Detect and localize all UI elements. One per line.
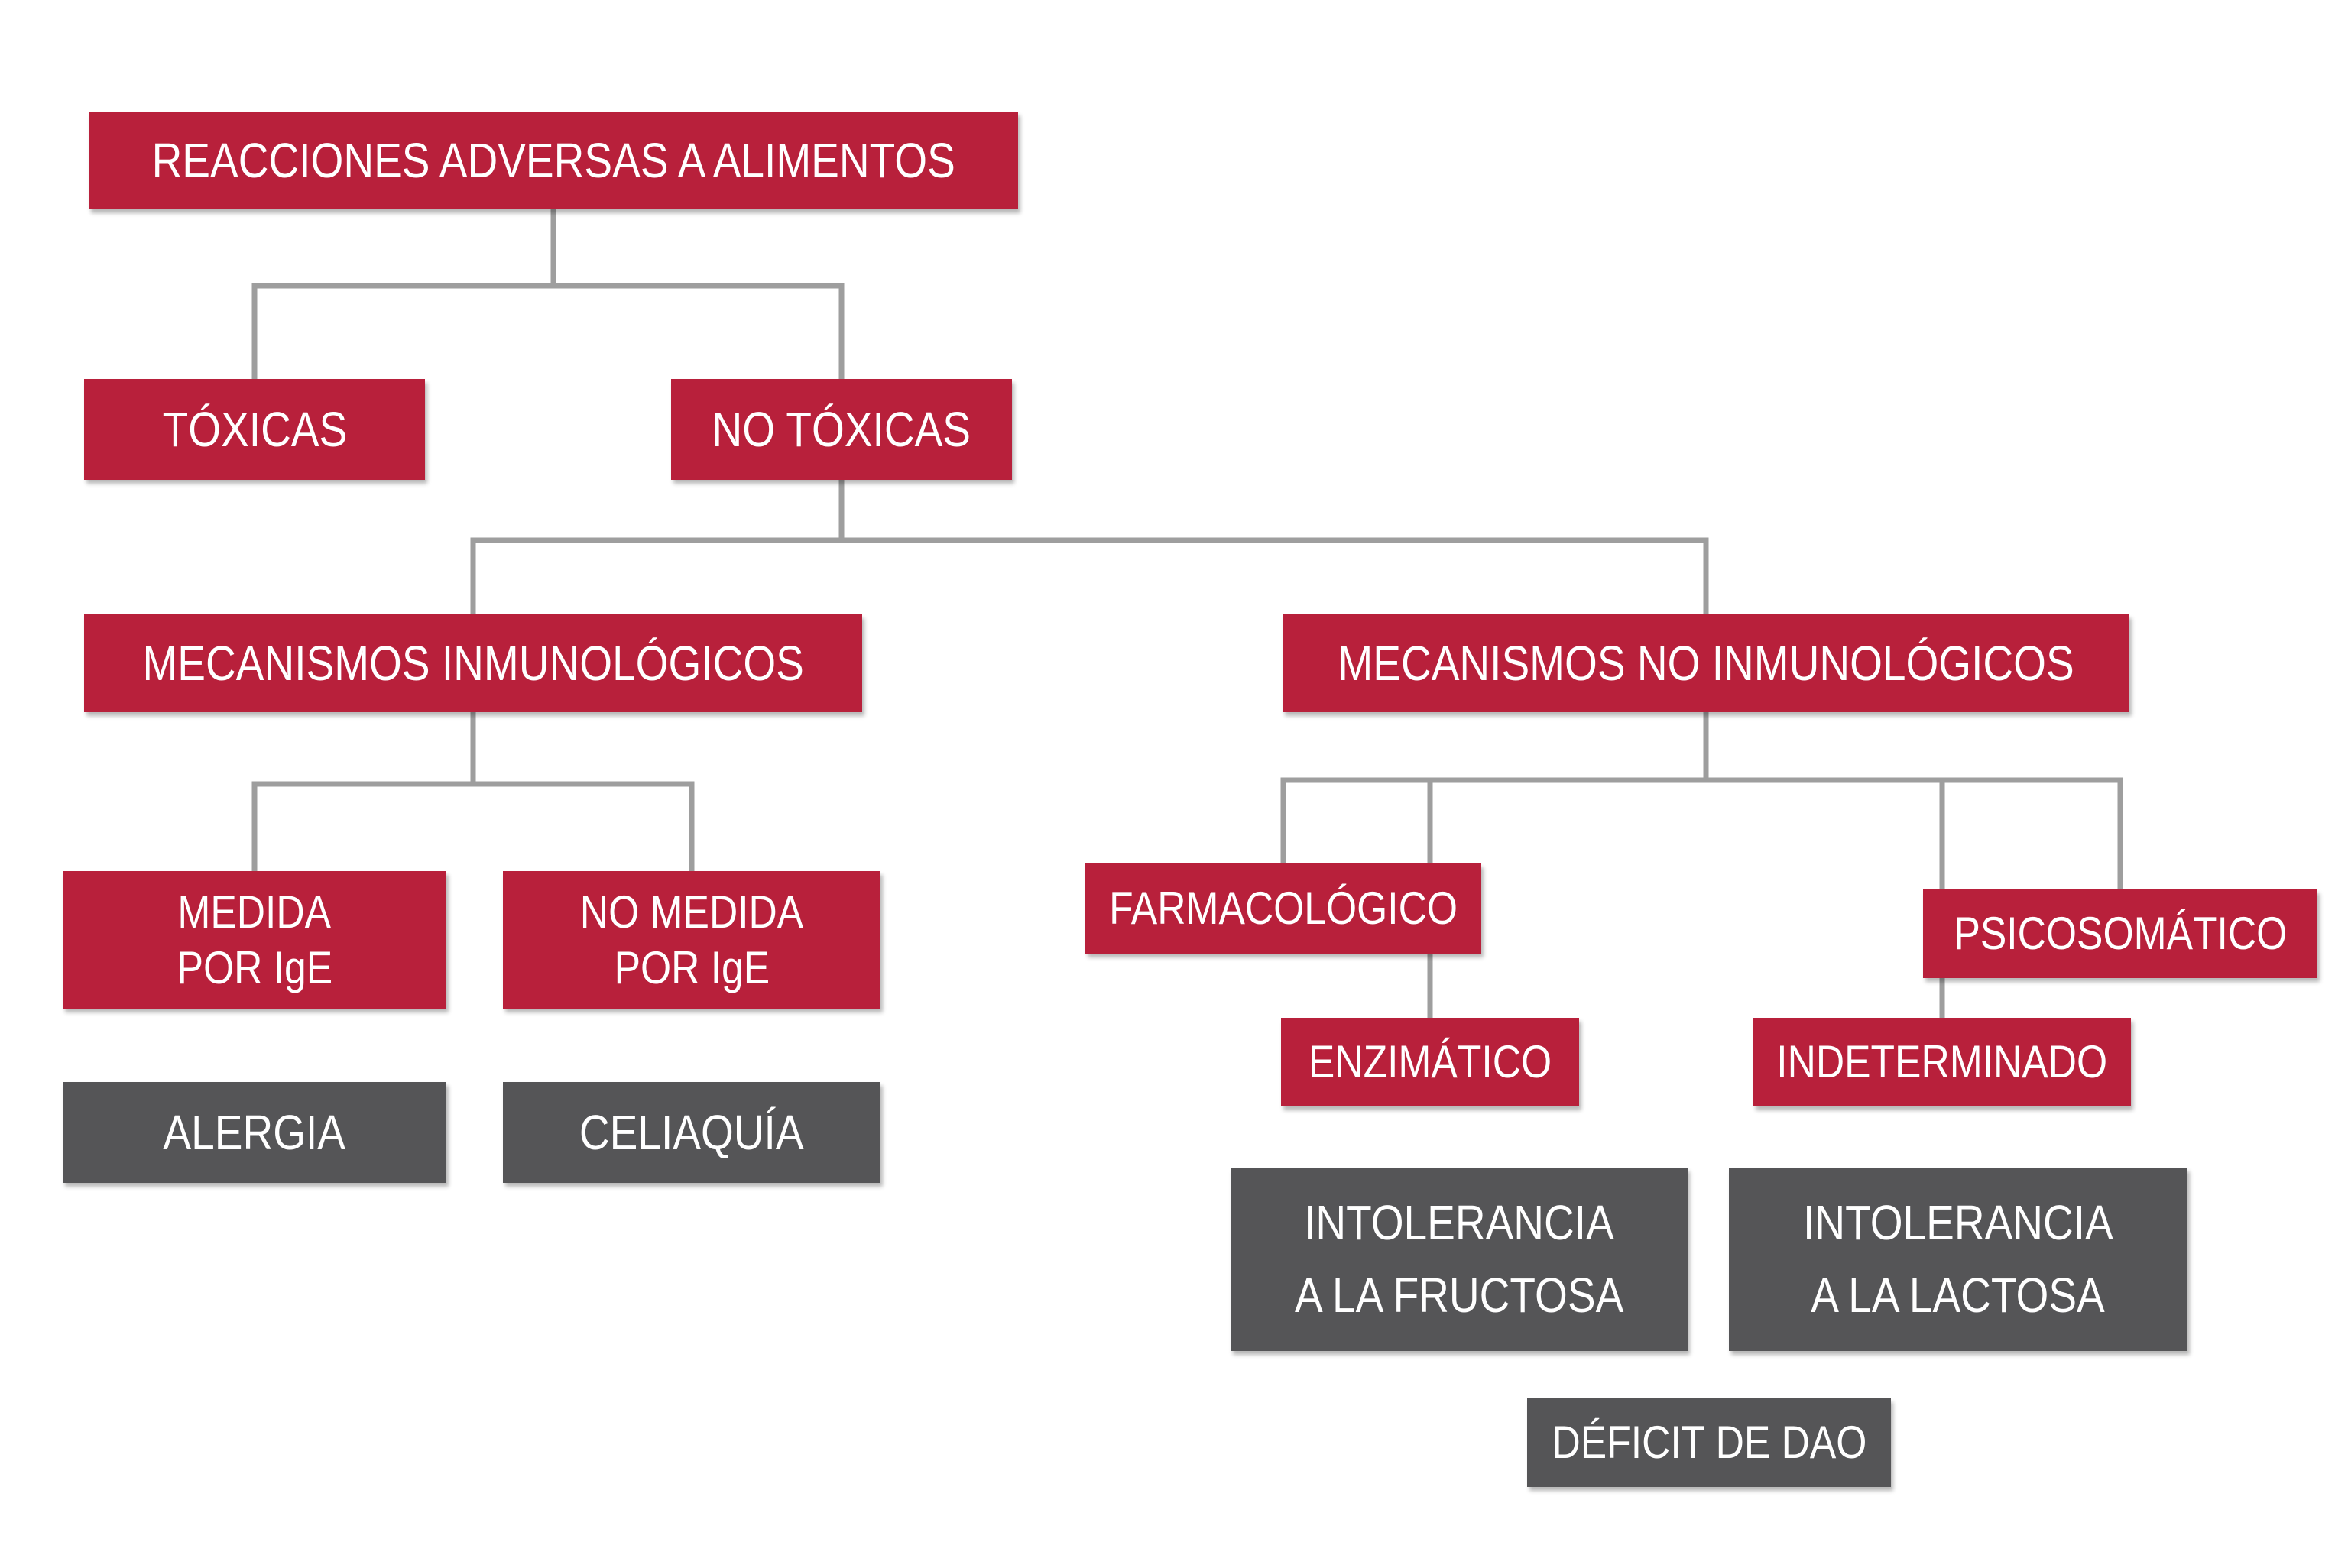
node-label-line: A LA FRUCTOSA (1294, 1268, 1624, 1323)
node-psicosomatico: PSICOSOMÁTICO (1923, 889, 2317, 978)
node-label-line: NO MEDIDA (579, 886, 804, 938)
node-label-line: REACCIONES ADVERSAS A ALIMENTOS (151, 132, 955, 188)
node-mecanismos-no-inmunologicos: MECANISMOS NO INMUNOLÓGICOS (1283, 614, 2129, 712)
node-intolerancia-fructosa: INTOLERANCIA A LA FRUCTOSA (1231, 1168, 1688, 1351)
node-alergia: ALERGIA (63, 1082, 446, 1183)
node-label-line: INDETERMINADO (1776, 1036, 2108, 1087)
node-no-toxicas: NO TÓXICAS (671, 379, 1012, 480)
node-label-line: POR IgE (614, 942, 770, 993)
node-celiaquia: CELIAQUÍA (503, 1082, 880, 1183)
node-farmacologico: FARMACOLÓGICO (1085, 863, 1481, 954)
connector-mec_inmuno (251, 709, 695, 874)
node-label-line: CELIAQUÍA (579, 1104, 804, 1160)
node-label-line: MECANISMOS NO INMUNOLÓGICOS (1338, 635, 2074, 691)
node-label-line: POR IgE (177, 942, 332, 993)
node-label-line: NO TÓXICAS (712, 401, 971, 457)
node-label-line: INTOLERANCIA (1803, 1195, 2113, 1251)
node-label-line: TÓXICAS (162, 401, 347, 457)
connector-no_toxicas (470, 477, 1709, 617)
node-label-line: ENZIMÁTICO (1308, 1036, 1552, 1087)
node-label-line: ALERGIA (163, 1104, 346, 1160)
node-label-line: A LA LACTOSA (1811, 1268, 2106, 1323)
node-label-line: INTOLERANCIA (1304, 1195, 1614, 1251)
node-enzimatico: ENZIMÁTICO (1281, 1018, 1579, 1106)
node-label-line: FARMACOLÓGICO (1109, 883, 1458, 934)
node-label-line: MECANISMOS INMUNOLÓGICOS (142, 635, 804, 691)
node-mecanismos-inmunologicos: MECANISMOS INMUNOLÓGICOS (84, 614, 862, 712)
node-label-line: PSICOSOMÁTICO (1954, 908, 2287, 959)
node-reacciones-adversas: REACCIONES ADVERSAS A ALIMENTOS (89, 112, 1018, 209)
node-label-line: MEDIDA (177, 886, 332, 938)
node-intolerancia-lactosa: INTOLERANCIA A LA LACTOSA (1729, 1168, 2187, 1351)
node-deficit-dao: DÉFICIT DE DAO (1527, 1398, 1891, 1487)
node-medida-por-ige: MEDIDA POR IgE (63, 871, 446, 1009)
connector-root (251, 206, 845, 382)
node-toxicas: TÓXICAS (84, 379, 425, 480)
node-no-medida-por-ige: NO MEDIDA POR IgE (503, 871, 880, 1009)
node-indeterminado: INDETERMINADO (1753, 1018, 2131, 1106)
node-label-line: DÉFICIT DE DAO (1552, 1417, 1866, 1468)
